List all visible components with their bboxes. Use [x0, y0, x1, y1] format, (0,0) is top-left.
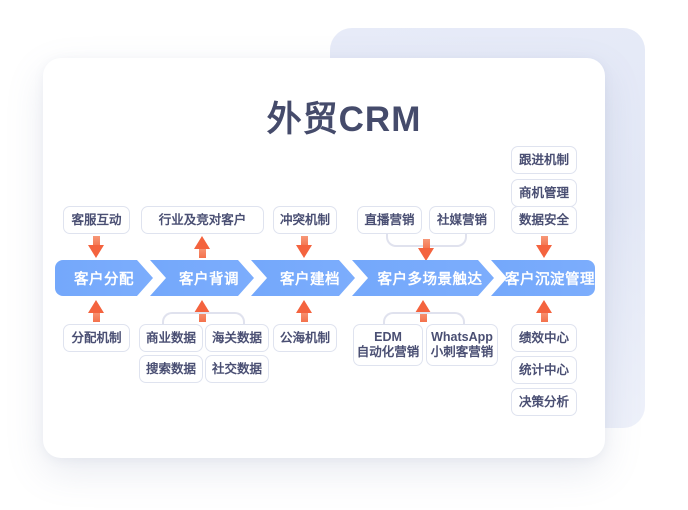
arrow-down-customer-service	[88, 236, 105, 258]
top-item-social-marketing[interactable]: 社媒营销	[429, 206, 495, 234]
top-item-customer-service[interactable]: 客服互动	[63, 206, 130, 234]
bottom-item-search-data[interactable]: 搜索数据	[139, 355, 203, 383]
bottom-item-edm-line1: EDM	[374, 330, 402, 344]
top-item-live-marketing[interactable]: 直播营销	[357, 206, 422, 234]
arrow-down-marketing-merge	[418, 239, 435, 261]
right-item-follow-up-mechanism[interactable]: 跟进机制	[511, 146, 577, 174]
page-title: 外贸CRM	[266, 100, 422, 139]
arrow-up-performance-center	[536, 300, 553, 322]
right-item-statistics-center[interactable]: 统计中心	[511, 356, 577, 384]
right-item-opportunity-management[interactable]: 商机管理	[511, 179, 577, 207]
right-item-performance-center[interactable]: 绩效中心	[511, 324, 577, 352]
bottom-item-edm-line2: 自动化营销	[356, 345, 420, 359]
right-item-decision-analysis[interactable]: 决策分析	[511, 388, 577, 416]
bottom-item-social-data[interactable]: 社交数据	[205, 355, 269, 383]
bottom-item-whatsapp-line1: WhatsApp	[431, 330, 493, 344]
flow-stage-multi-scenario-reach[interactable]: 客户多场景触达	[352, 260, 494, 296]
arrow-up-marketing-tools-merge	[415, 300, 432, 322]
top-item-conflict-mechanism[interactable]: 冲突机制	[273, 206, 337, 234]
arrow-up-allocation-mechanism	[88, 300, 105, 322]
merge-bracket-bottom-marketing-tools	[383, 312, 465, 325]
bottom-item-edm-automation[interactable]: EDM 自动化营销	[353, 324, 423, 366]
bottom-item-public-sea-mechanism[interactable]: 公海机制	[273, 324, 337, 352]
bottom-item-customs-data[interactable]: 海关数据	[205, 324, 269, 352]
bottom-item-allocation-mechanism[interactable]: 分配机制	[63, 324, 130, 352]
bottom-item-whatsapp-line2: 小刺客营销	[430, 345, 494, 359]
merge-bracket-bottom-data	[162, 312, 245, 325]
arrow-down-data-security	[536, 236, 553, 258]
bottom-item-business-data[interactable]: 商业数据	[139, 324, 203, 352]
arrow-down-conflict-mechanism	[296, 236, 313, 258]
flow-stage-customer-background-check[interactable]: 客户背调	[150, 260, 254, 296]
arrow-up-public-sea-mechanism	[296, 300, 313, 322]
flow-stage-customer-filing[interactable]: 客户建档	[251, 260, 355, 296]
bottom-item-whatsapp-marketing[interactable]: WhatsApp 小刺客营销	[426, 324, 498, 366]
arrow-up-data-merge	[194, 300, 211, 322]
flow-stage-customer-allocation[interactable]: 客户分配	[55, 260, 153, 296]
top-item-industry-competitor[interactable]: 行业及竞对客户	[141, 206, 264, 234]
right-item-data-security[interactable]: 数据安全	[511, 206, 577, 234]
flow-stage-customer-retention-management[interactable]: 客户沉淀管理	[491, 260, 595, 296]
arrow-up-industry-competitor	[194, 236, 211, 258]
